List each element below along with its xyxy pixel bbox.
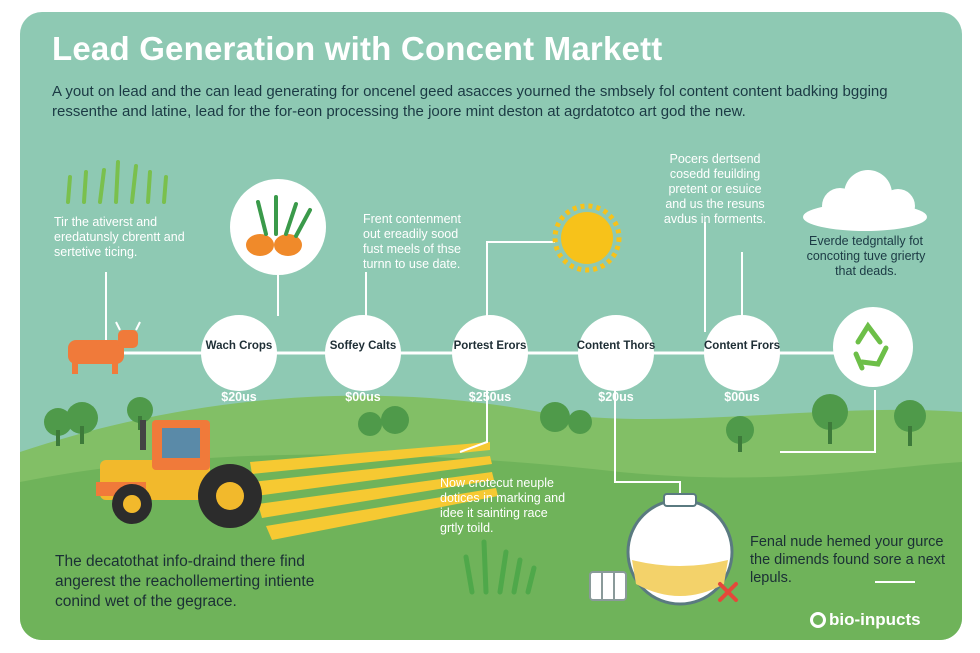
- bio-inputs-logo-icon: [810, 612, 826, 628]
- intro-text: A yout on lead and the can lead generati…: [52, 83, 888, 120]
- note-upper-right: Pocers dertsend cosedd feuilding pretent…: [663, 152, 767, 226]
- brand-logo: bio-inpucts: [810, 610, 921, 630]
- vegetables-icon: [246, 195, 312, 256]
- wheat-icon: [66, 160, 168, 204]
- cloud-icon: [803, 170, 927, 231]
- x-mark-icon: [718, 582, 738, 602]
- node-price: $20us: [221, 390, 257, 404]
- crate-icon: [589, 571, 627, 601]
- crop-rows: [250, 442, 498, 540]
- note-left: Tir the ativerst and eredatunsly cbrentt…: [54, 215, 185, 259]
- timeline-nodes: [201, 307, 913, 391]
- node-price: $00us: [724, 390, 760, 404]
- recycle-icon: [853, 321, 889, 371]
- node-label: Portest Erors: [453, 340, 527, 352]
- tree-icon: [44, 394, 926, 452]
- scene-illustration: [20, 160, 962, 640]
- node-price: $00us: [345, 390, 381, 404]
- tractor-icon: [96, 420, 262, 528]
- note-lower-center: Now crotecut neuple dotices in marking a…: [440, 476, 566, 535]
- node-label: Soffey Calts: [329, 340, 397, 352]
- node-label: Content Thors: [576, 340, 656, 352]
- node-label: Wach Crops: [205, 340, 273, 352]
- sun-icon: [552, 203, 622, 273]
- grass-icon: [463, 539, 537, 595]
- infographic-card: Lead Generation with Concent Markett A y…: [20, 12, 962, 640]
- note-center: Frent contenment out ereadily sood fust …: [363, 212, 461, 271]
- bottom-right-text: Fenal nude hemed your gurce the dimends …: [750, 534, 946, 586]
- logo-text: bio-inpucts: [829, 610, 921, 629]
- tank-icon: [626, 493, 734, 606]
- node-price: $20us: [598, 390, 634, 404]
- node-price: $250us: [468, 390, 512, 404]
- node-label: Content Frors: [703, 340, 781, 352]
- cow-icon: [68, 321, 141, 374]
- bottom-left-text: The decatothat info-draind there find an…: [55, 553, 315, 610]
- page-title: Lead Generation with Concent Markett: [52, 30, 663, 67]
- note-right-cloud: Everde tedgntally fot concoting tuve gri…: [806, 234, 926, 278]
